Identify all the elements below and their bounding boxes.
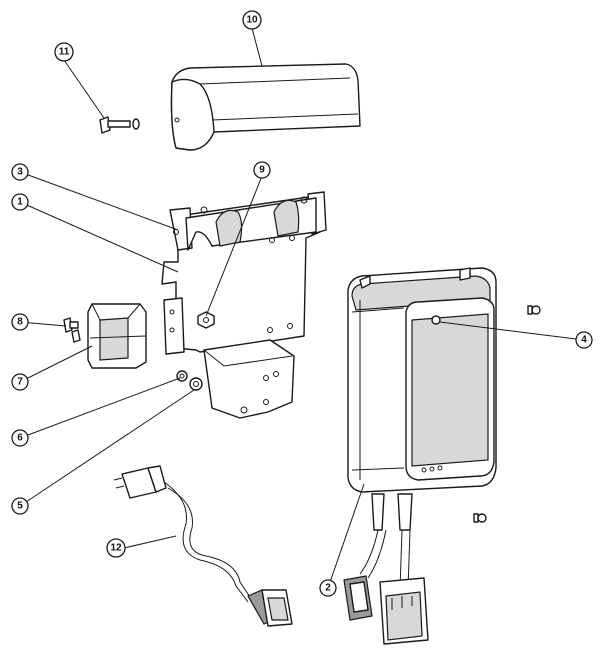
nut-part (197, 311, 215, 329)
callout-label: 3 (17, 167, 23, 178)
callout-label: 12 (110, 543, 122, 554)
small-screw-part (63, 317, 81, 343)
callout-label: 11 (59, 47, 70, 58)
callout-12: 12 (106, 538, 126, 558)
callout-label: 10 (246, 15, 258, 26)
callout-6: 6 (11, 429, 29, 447)
callout-label: 8 (17, 317, 23, 328)
power-cord-part (113, 465, 293, 627)
callout-8: 8 (11, 313, 29, 331)
callout-4: 4 (575, 331, 593, 349)
callout-label: 5 (17, 501, 23, 512)
callout-3: 3 (11, 163, 29, 181)
mounting-screw-part (431, 305, 541, 523)
callout-1: 1 (11, 193, 29, 211)
charger-unit-part (343, 267, 497, 645)
callout-label: 2 (325, 583, 331, 594)
screw-washer-part (99, 116, 140, 134)
washer-part-6 (176, 370, 188, 382)
callout-label: 7 (17, 377, 23, 388)
callout-label: 4 (581, 335, 587, 346)
clamp-part (87, 303, 147, 369)
washer-part-5 (189, 377, 203, 391)
callout-10: 10 (242, 10, 262, 30)
callout-label: 1 (17, 197, 23, 208)
callout-2: 2 (319, 579, 337, 597)
callout-5: 5 (11, 497, 29, 515)
leader-lines (19, 27, 585, 589)
callout-7: 7 (11, 373, 29, 391)
callout-11: 11 (54, 42, 74, 62)
callout-label: 6 (17, 433, 23, 444)
mounting-bracket-part (161, 191, 327, 419)
top-cover-part (170, 63, 361, 151)
callout-label: 9 (259, 165, 265, 176)
callout-9: 9 (253, 161, 271, 179)
